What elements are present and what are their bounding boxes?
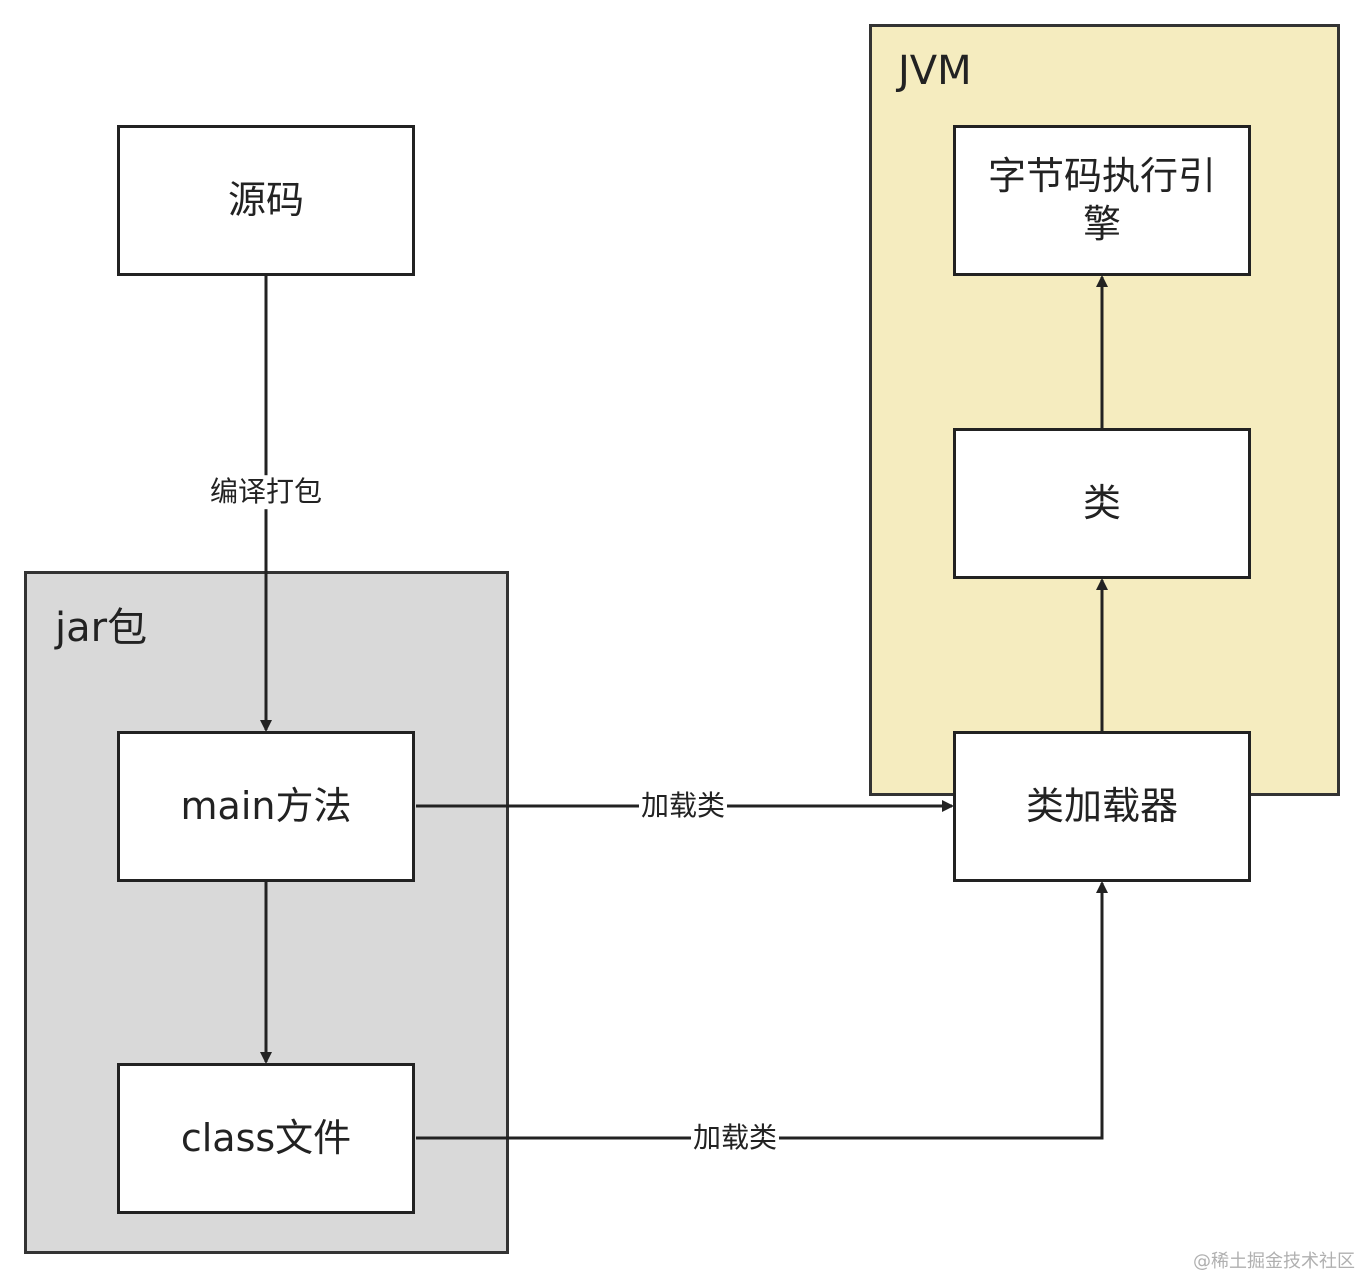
class-loader-node: 类加载器 [953,731,1251,882]
class-loader-label: 类加载器 [1025,783,1178,828]
main-method-node: main方法 [117,731,415,882]
jvm-group-label: JVM [898,48,972,94]
main-method-label: main方法 [180,783,352,828]
bytecode-engine-label: 字节码执行引擎 [987,154,1216,246]
edge-label-load-class-main: 加载类 [638,789,728,823]
bytecode-engine-node: 字节码执行引擎 [953,125,1251,276]
class-file-label: class文件 [180,1115,352,1160]
class-file-node: class文件 [117,1063,415,1214]
edge-label-load-class-file: 加载类 [690,1121,780,1155]
class-node: 类 [953,428,1251,579]
edge-class-file-to-class-loader [416,881,1108,1140]
class-label: 类 [1082,480,1121,525]
source-code-label: 源码 [227,177,304,222]
edge-label-compile-package: 编译打包 [207,475,325,509]
source-code-node: 源码 [117,125,415,276]
watermark: @稀土掘金技术社区 [1193,1251,1355,1272]
jar-package-group-label: jar包 [55,605,148,651]
